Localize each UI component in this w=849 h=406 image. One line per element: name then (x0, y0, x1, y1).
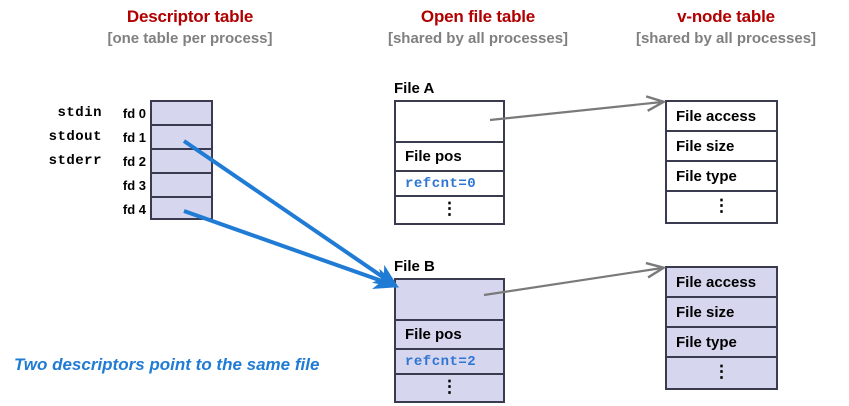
vnode2-row-file-type: File type (667, 328, 776, 358)
open-file-entry-a[interactable]: File pos refcnt=0 ⋮ (394, 100, 505, 225)
file-b-row-refcnt: refcnt=2 (396, 350, 503, 375)
header-vnode-subtitle: [shared by all processes] (635, 30, 817, 47)
fd-label-3: fd 3 (122, 178, 146, 193)
arrow-fd4-to-file-b (183, 209, 400, 289)
header-open-file-table: Open file table [shared by all processes… (348, 8, 608, 46)
vertical-ellipsis-icon: ⋮ (713, 195, 730, 215)
file-b-row-filepos: File pos (396, 321, 503, 350)
arrow-file-b-to-vnode2 (483, 268, 662, 297)
file-a-row-refcnt: refcnt=0 (396, 172, 503, 197)
vertical-ellipsis-icon: ⋮ (441, 376, 458, 396)
header-descriptor-table: Descriptor table [one table per process] (60, 8, 320, 46)
vnode2-row-file-size: File size (667, 298, 776, 328)
arrow-fd1-to-file-b (182, 139, 399, 288)
vnode-entry-1[interactable]: File access File size File type ⋮ (665, 100, 778, 224)
file-b-row-blank (396, 280, 503, 321)
header-vnode-table: v-node table [shared by all processes] (596, 8, 849, 46)
descriptor-table-box[interactable] (150, 100, 213, 220)
file-a-row-blank (396, 102, 503, 143)
header-open-file-title: Open file table (420, 7, 536, 26)
arrow-file-a-to-vnode1 (489, 102, 662, 122)
descriptor-slot-0[interactable] (152, 102, 211, 126)
fd-label-4: fd 4 (122, 202, 146, 217)
vnode1-row-file-size: File size (667, 132, 776, 162)
vnode2-row-ellipsis: ⋮ (667, 358, 776, 388)
vertical-ellipsis-icon: ⋮ (713, 361, 730, 381)
header-open-file-subtitle: [shared by all processes] (387, 30, 569, 47)
fd-label-2: fd 2 (122, 154, 146, 169)
fd-label-0: fd 0 (122, 106, 146, 121)
stdin-label: stdin (57, 105, 102, 121)
vnode1-row-file-access: File access (667, 102, 776, 132)
descriptor-slot-4[interactable] (152, 198, 211, 222)
vertical-ellipsis-icon: ⋮ (441, 198, 458, 218)
file-b-row-ellipsis: ⋮ (396, 375, 503, 401)
descriptor-slot-1[interactable] (152, 126, 211, 150)
vnode1-row-ellipsis: ⋮ (667, 192, 776, 222)
file-a-label: File A (394, 80, 435, 97)
vnode2-row-file-access: File access (667, 268, 776, 298)
vnode1-row-file-type: File type (667, 162, 776, 192)
header-vnode-title: v-node table (677, 7, 775, 26)
file-a-row-ellipsis: ⋮ (396, 197, 503, 223)
descriptor-slot-3[interactable] (152, 174, 211, 198)
stdout-label: stdout (48, 129, 102, 145)
file-b-label: File B (394, 258, 435, 275)
fd-label-1: fd 1 (122, 130, 146, 145)
caption-text: Two descriptors point to the same file (14, 355, 320, 374)
header-descriptor-title: Descriptor table (126, 7, 254, 26)
file-a-row-filepos: File pos (396, 143, 503, 172)
open-file-entry-b[interactable]: File pos refcnt=2 ⋮ (394, 278, 505, 403)
vnode-entry-2[interactable]: File access File size File type ⋮ (665, 266, 778, 390)
stderr-label: stderr (48, 153, 102, 169)
header-descriptor-subtitle: [one table per process] (107, 30, 273, 47)
descriptor-slot-2[interactable] (152, 150, 211, 174)
